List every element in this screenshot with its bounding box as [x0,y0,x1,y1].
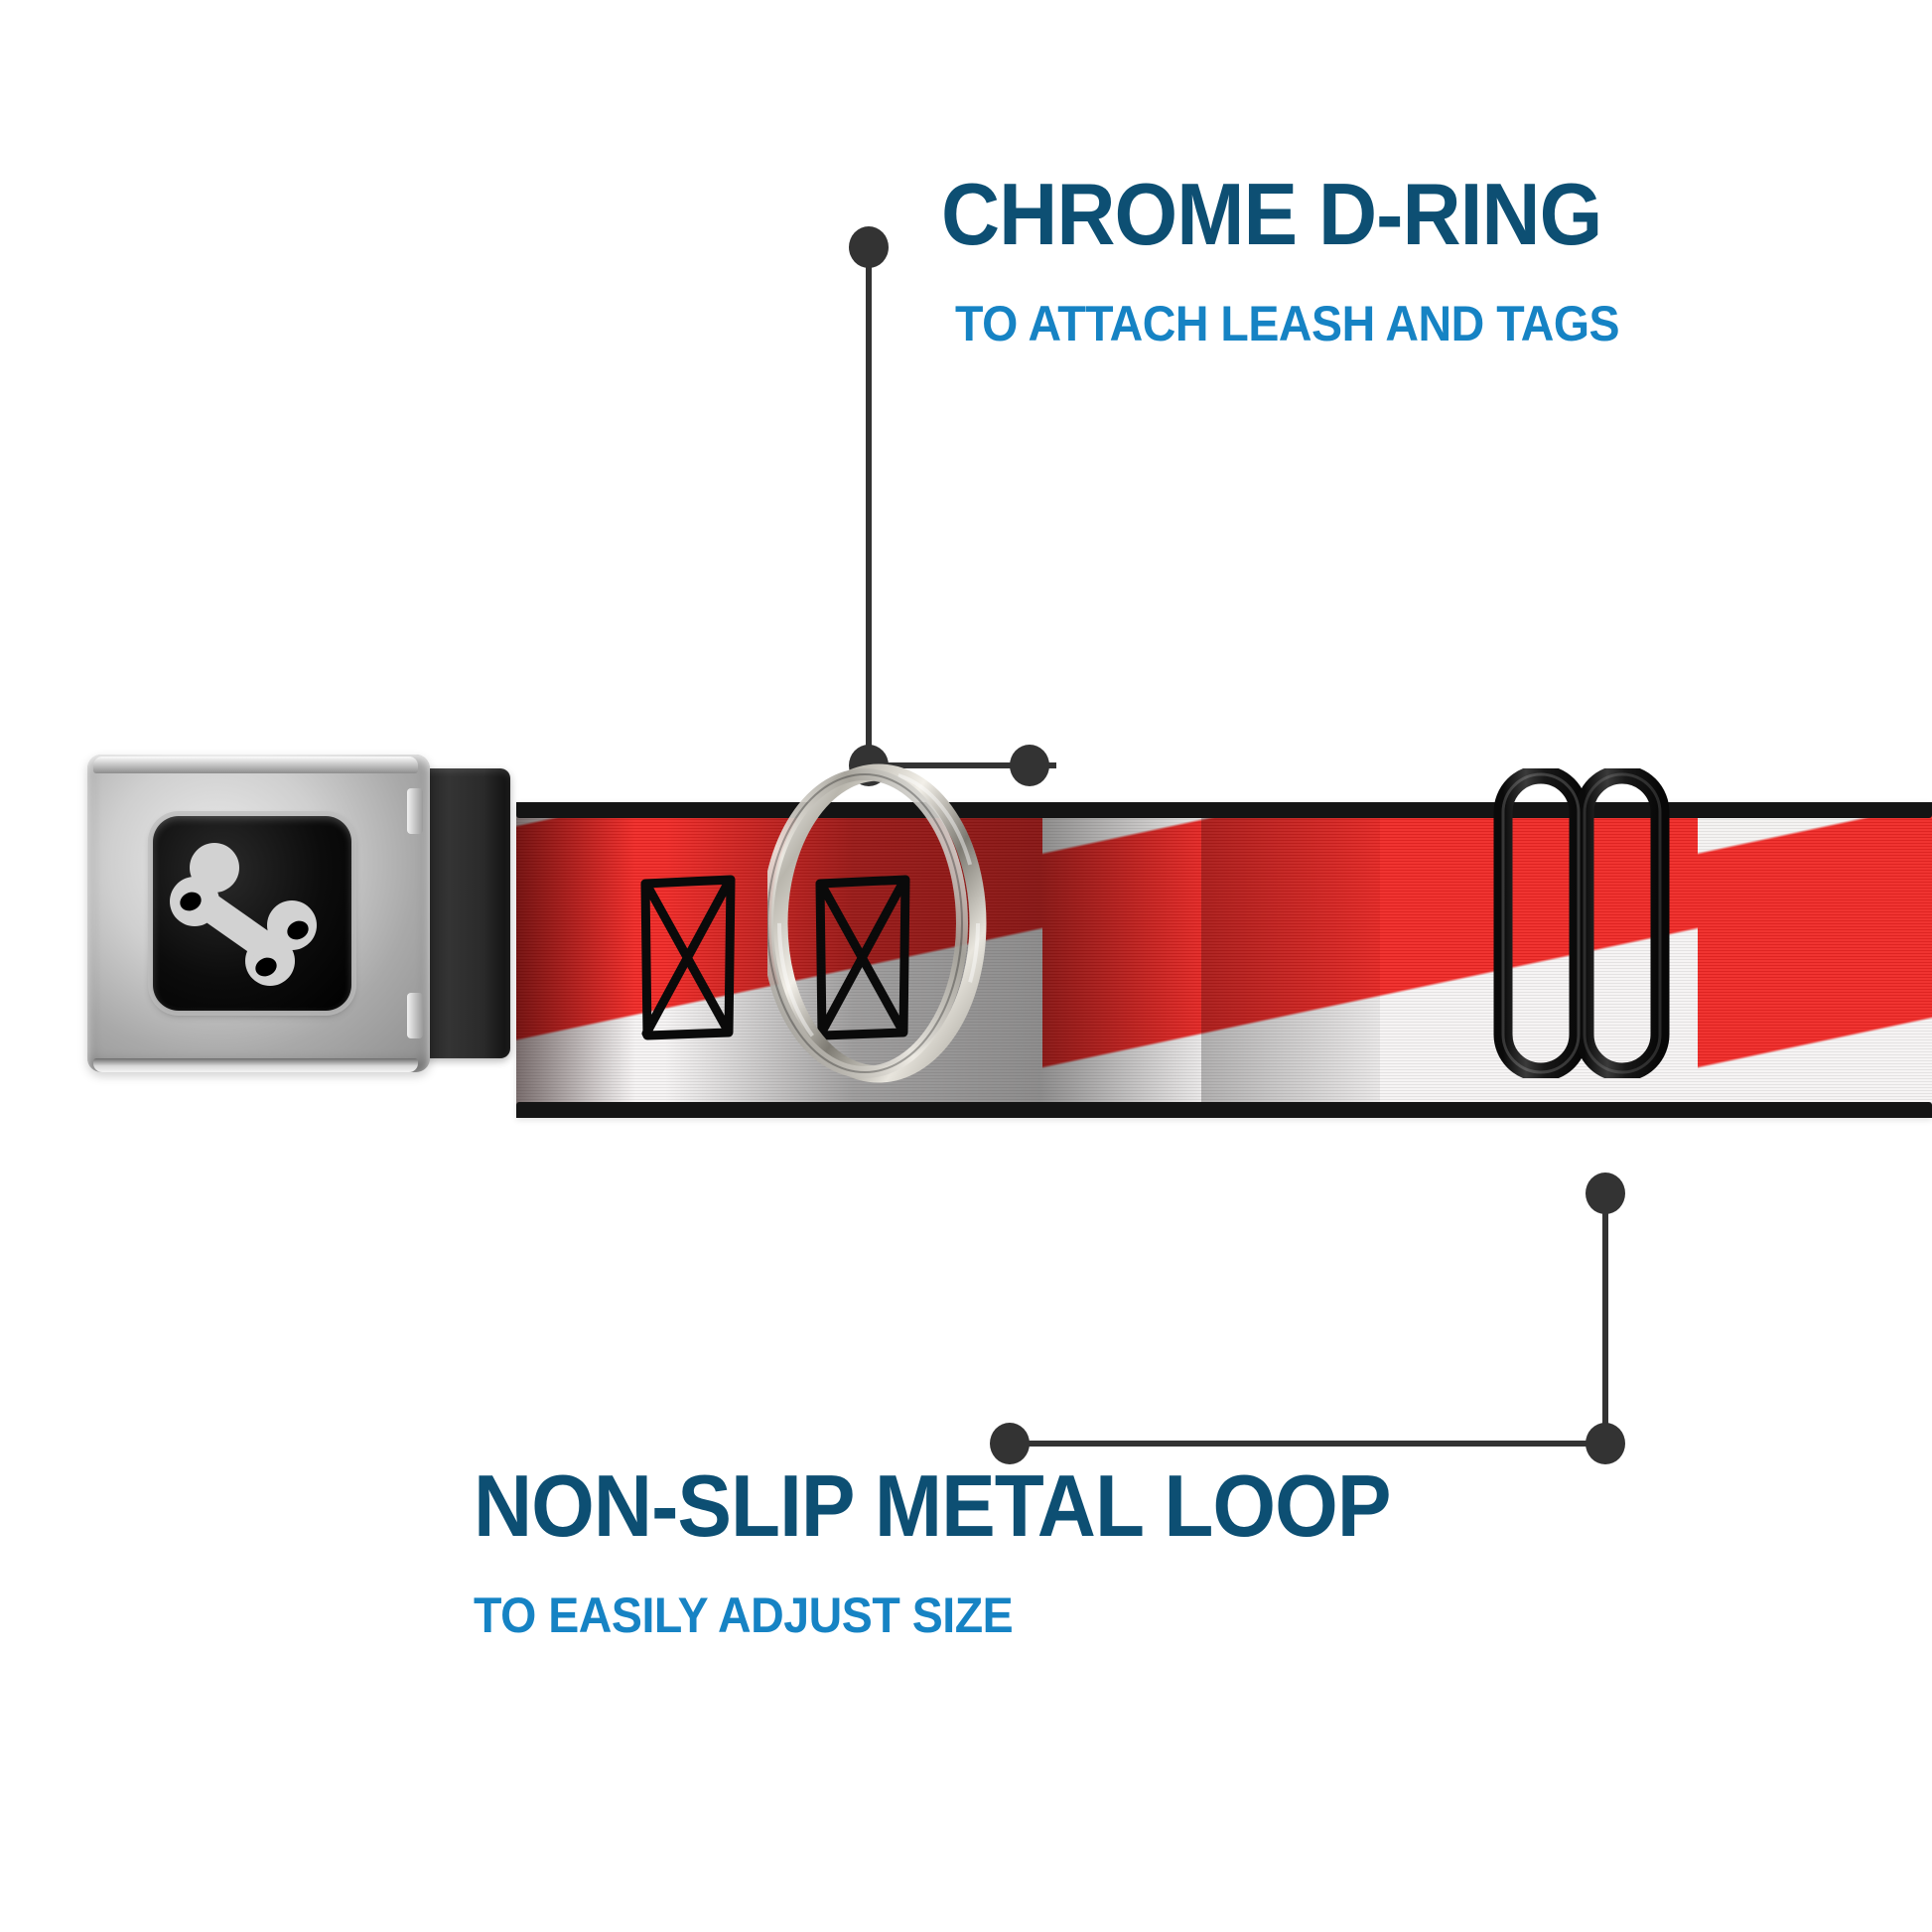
buckle-prong-top [407,788,423,834]
buckle-rim-bottom [93,1058,418,1072]
strap-edge-bottom [516,1102,1932,1118]
strap-diagonal-pattern [516,802,1932,1118]
webbing-strap [516,802,1932,1118]
leader-line-metal-loop-horizontal [1010,1441,1605,1447]
buckle-black-inset[interactable] [153,816,351,1011]
leader-dot-d-ring-target [1010,745,1049,786]
buckle-prong-bottom [407,993,423,1038]
leader-dot-metal-loop-elbow [1586,1423,1625,1464]
callout-title-chrome-d-ring: CHROME D-RING [941,165,1602,263]
product-photo [0,735,1932,1211]
callout-title-non-slip-metal-loop: NON-SLIP METAL LOOP [474,1456,1391,1555]
d-ring[interactable] [767,755,996,1092]
box-x-stitch-icon [639,874,737,1040]
leader-dot-metal-loop-end [990,1423,1030,1464]
leader-line-d-ring-vertical [866,247,872,765]
seatbelt-buckle[interactable] [87,755,510,1072]
callout-subtitle-non-slip-metal-loop: TO EASILY ADJUST SIZE [474,1587,1014,1643]
dog-bone-icon [170,843,317,986]
metal-loop[interactable] [1493,768,1672,1078]
strap-edge-top [516,802,1932,818]
leader-line-d-ring-horizontal [866,762,1056,768]
leader-line-metal-loop-vertical [1602,1193,1608,1444]
buckle-rim-top [93,757,418,773]
box-x-stitch-icon [814,874,911,1040]
buckle-strap-anchor [415,768,510,1058]
callout-subtitle-chrome-d-ring: TO ATTACH LEASH AND TAGS [955,296,1620,351]
